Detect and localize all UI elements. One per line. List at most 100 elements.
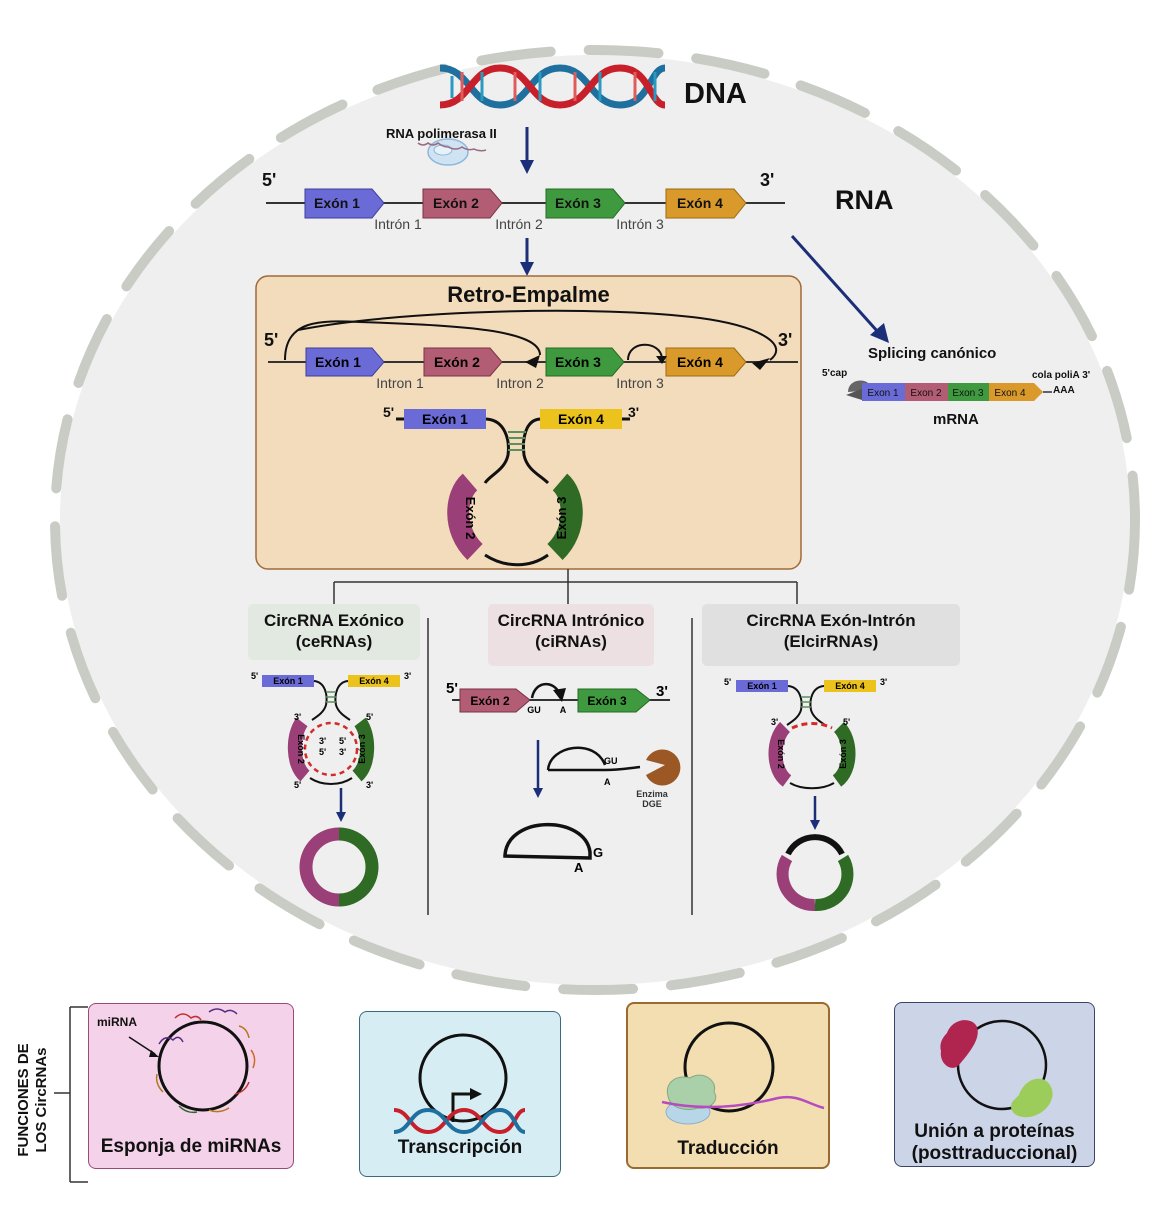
type-title-line: (ElcirRNAs) bbox=[783, 632, 879, 651]
retro-three-prime: 3' bbox=[778, 330, 793, 350]
svg-text:5': 5' bbox=[339, 736, 346, 746]
retro-splicing-box bbox=[255, 275, 802, 570]
rna-label: RNA bbox=[835, 185, 894, 215]
function-label: Traducción bbox=[677, 1138, 779, 1159]
exon-4-block: Exón 4 bbox=[665, 188, 747, 219]
intronic-circrna-diagram: Exón 2 Exón 3 GU A 5' 3' GU A Enzima DGE… bbox=[446, 680, 681, 875]
eic-circrna-diagram: Exón 1 Exón 4 Exón 2 Exón 3 5' 3' 3' 5' bbox=[724, 677, 887, 912]
dna-helix-icon bbox=[439, 64, 666, 109]
svg-text:3': 3' bbox=[656, 683, 668, 700]
svg-text:Exón 2: Exón 2 bbox=[433, 195, 479, 211]
svg-text:5': 5' bbox=[251, 671, 258, 681]
dge-enzyme-icon bbox=[646, 749, 681, 786]
svg-text:A: A bbox=[604, 777, 611, 787]
exonic-end-labels: 5'3' 3'5' 3'5' 5'3' 5'3' bbox=[251, 671, 411, 790]
svg-text:Intron 1: Intron 1 bbox=[376, 375, 424, 391]
retro-title: Retro-Empalme bbox=[447, 282, 610, 307]
svg-text:Exón 3: Exón 3 bbox=[555, 354, 601, 370]
rna-polymerase-icon bbox=[417, 138, 487, 166]
retro-lariat: Exón 1 Exón 4 Exón 2 Exón 3 bbox=[396, 409, 630, 567]
polya-label: cola poliA 3' bbox=[1032, 370, 1091, 381]
function-label: Transcripción bbox=[397, 1137, 523, 1158]
svg-text:5': 5' bbox=[446, 680, 458, 697]
function-card-transcription: Transcripción bbox=[359, 1011, 561, 1177]
type-title-line: CircRNA Intrónico bbox=[497, 611, 645, 630]
exon-2-block: Exón 2 bbox=[422, 188, 503, 219]
arrow-rna-to-retro bbox=[520, 238, 534, 276]
function-card-mirna-sponge: miRNA Esponja de miRNAs bbox=[88, 1003, 294, 1169]
svg-text:A: A bbox=[574, 860, 584, 875]
intron-1-label: Intrón 1 bbox=[374, 216, 422, 232]
type-title-line: CircRNA Exón-Intrón bbox=[746, 611, 916, 630]
cap-label: 5'cap bbox=[822, 368, 848, 379]
svg-text:DGE: DGE bbox=[642, 799, 662, 809]
functions-side-line: FUNCIONES DE bbox=[15, 1043, 32, 1157]
svg-text:Exón 3: Exón 3 bbox=[357, 734, 367, 764]
svg-text:Exón 1: Exón 1 bbox=[315, 354, 361, 370]
svg-text:Exón 4: Exón 4 bbox=[677, 354, 723, 370]
loop-three-prime: 3' bbox=[628, 404, 640, 420]
arrowhead-icon bbox=[525, 355, 540, 368]
type-title-intronic: CircRNA Intrónico (ciRNAs) bbox=[488, 604, 654, 666]
function-label: Esponja de miRNAs bbox=[100, 1136, 282, 1157]
pre-mrna: Exón 1 Exón 2 Exón 3 Exón 4 Intrón 1 Int… bbox=[266, 188, 785, 232]
svg-text:Exón 2: Exón 2 bbox=[463, 497, 478, 540]
svg-text:Exón 1: Exón 1 bbox=[422, 411, 468, 427]
mature-mrna: Exon 1 Exon 2 Exon 3 Exon 4 bbox=[846, 380, 1052, 401]
arrow-dna-to-rna bbox=[520, 127, 534, 174]
translation-icon bbox=[661, 1021, 825, 1125]
canonical-splicing-title: Splicing canónico bbox=[868, 345, 997, 362]
exonic-circrna-diagram: Exón 1 Exón 4 Exón 2 Exón 3 bbox=[262, 675, 400, 907]
intron-2-label: Intrón 2 bbox=[495, 216, 543, 232]
svg-text:Exon 1: Exon 1 bbox=[867, 388, 899, 399]
function-label-line: Unión a proteínas bbox=[914, 1121, 1075, 1142]
svg-text:Exón 1: Exón 1 bbox=[314, 195, 360, 211]
type-title-line: CircRNA Exónico bbox=[263, 611, 405, 630]
svg-text:3': 3' bbox=[319, 736, 326, 746]
mrna-label: mRNA bbox=[933, 411, 979, 428]
svg-text:5': 5' bbox=[366, 712, 373, 722]
functions-side-label: FUNCIONES DE LOS CircRNAs bbox=[15, 1015, 51, 1185]
type-title-line: (ceRNAs) bbox=[295, 632, 373, 651]
svg-text:Exón 3: Exón 3 bbox=[587, 694, 627, 708]
svg-text:Exón 3: Exón 3 bbox=[555, 195, 601, 211]
mirna-sponge-icon bbox=[128, 1008, 256, 1114]
polya-tail: AAA bbox=[1053, 385, 1075, 396]
loop-five-prime: 5' bbox=[383, 404, 395, 420]
function-card-protein-binding: Unión a proteínas (posttraduccional) bbox=[894, 1002, 1095, 1167]
svg-text:3': 3' bbox=[294, 712, 301, 722]
transcription-icon bbox=[393, 1033, 526, 1135]
mirna-pointer-label: miRNA bbox=[97, 1015, 138, 1029]
svg-text:5': 5' bbox=[724, 677, 731, 687]
svg-text:Exón 2: Exón 2 bbox=[434, 354, 480, 370]
svg-text:Exón 1: Exón 1 bbox=[273, 676, 303, 686]
svg-text:3': 3' bbox=[339, 747, 346, 757]
svg-text:3': 3' bbox=[771, 717, 778, 727]
svg-text:Exón 4: Exón 4 bbox=[835, 681, 865, 691]
functions-bracket bbox=[54, 1006, 88, 1183]
svg-text:5': 5' bbox=[843, 717, 850, 727]
type-title-line: (ciRNAs) bbox=[535, 632, 607, 651]
svg-text:A: A bbox=[560, 705, 567, 715]
dna-label: DNA bbox=[684, 78, 747, 110]
function-card-translation: Traducción bbox=[626, 1002, 830, 1169]
svg-text:G: G bbox=[593, 845, 603, 860]
type-title-exon-intron: CircRNA Exón-Intrón (ElcirRNAs) bbox=[702, 604, 960, 666]
exon-1-block: Exón 1 bbox=[304, 188, 385, 219]
polymerase-label: RNA polimerasa II bbox=[386, 126, 497, 141]
protein-binding-icon bbox=[940, 1019, 1053, 1118]
svg-text:5': 5' bbox=[294, 780, 301, 790]
svg-text:5': 5' bbox=[319, 747, 326, 757]
svg-text:3': 3' bbox=[880, 677, 887, 687]
type-title-exonic: CircRNA Exónico (ceRNAs) bbox=[248, 604, 420, 660]
retro-pre-mrna: Exón 1 Exón 2 Exón 3 Exón 4 Intron 1 Int… bbox=[268, 309, 798, 391]
svg-text:3': 3' bbox=[366, 780, 373, 790]
svg-text:Intron 3: Intron 3 bbox=[616, 375, 664, 391]
nuclear-membrane bbox=[50, 45, 1140, 995]
svg-text:Intron 2: Intron 2 bbox=[496, 375, 544, 391]
function-label-line: (posttraduccional) bbox=[911, 1143, 1078, 1164]
svg-text:Exon 2: Exon 2 bbox=[910, 388, 942, 399]
intron-3-label: Intrón 3 bbox=[616, 216, 664, 232]
svg-text:Exon 3: Exon 3 bbox=[952, 388, 984, 399]
